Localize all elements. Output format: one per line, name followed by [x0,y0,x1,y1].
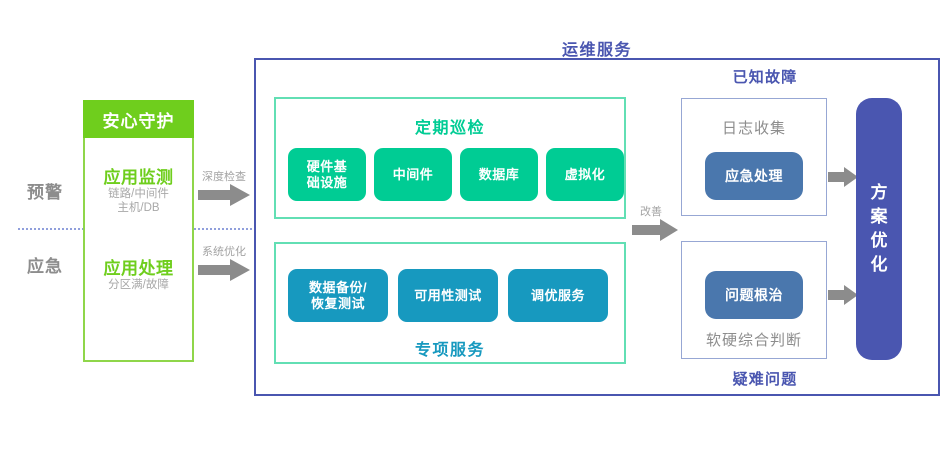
outcome-bar-char-3: 优 [870,231,888,250]
flow-caption-improve: 改善 [640,206,662,218]
flow-caption-deep-check: 深度检查 [202,171,246,183]
subpanel-caption-hw-sw-analysis: 软硬综合判断 [705,332,802,349]
stage-label-emergency: 应急 [27,257,63,276]
group-title-regular-inspection: 定期巡检 [414,120,485,137]
guardian-panel [83,100,194,362]
chip-availability-test[interactable]: 可用性测试 [398,269,498,322]
chip-tuning-service[interactable]: 调优服务 [508,269,608,322]
guardian-section-desc-monitor: 链路/中间件 主机/DB [108,188,169,214]
guardian-section-title-monitor: 应用监测 [103,168,174,187]
group-title-special-service: 专项服务 [414,342,485,359]
chip-emergency-handling[interactable]: 应急处理 [705,152,803,200]
flow-caption-system-optimize: 系统优化 [202,246,246,258]
guardian-panel-header: 安心守护 [83,100,194,138]
subpanel-title-known-fault: 已知故障 [732,69,798,86]
chip-middleware[interactable]: 中间件 [374,148,452,201]
guardian-section-desc-handling: 分区满/故障 [108,279,169,291]
flow-arrow-difficult-problem-to-outcome-icon [828,285,858,305]
outcome-bar-solution-optimization[interactable]: 方 案 优 化 [856,98,902,360]
guardian-section-title-handling: 应用处理 [103,259,174,278]
flow-arrow-system-optimize-icon [198,259,250,281]
subpanel-title-difficult-problem: 疑难问题 [732,371,798,388]
flow-arrow-deep-check-icon [198,184,250,206]
subpanel-caption-log-collection: 日志收集 [721,120,786,137]
outcome-bar-char-1: 方 [870,183,888,202]
chip-database[interactable]: 数据库 [460,148,538,201]
outcome-bar-char-4: 化 [870,255,888,274]
chip-hardware-infrastructure[interactable]: 硬件基 础设施 [288,148,366,201]
stage-label-warning: 预警 [27,183,63,202]
outcome-bar-char-2: 案 [870,207,888,226]
chip-root-cause-fix[interactable]: 问题根治 [705,271,803,319]
ops-service-title: 运维服务 [561,42,632,59]
flow-arrow-known-fault-to-outcome-icon [828,167,858,187]
chip-backup-restore-test[interactable]: 数据备份/ 恢复测试 [288,269,388,322]
flow-arrow-improve-icon [632,219,678,241]
chip-virtualization[interactable]: 虚拟化 [546,148,624,201]
